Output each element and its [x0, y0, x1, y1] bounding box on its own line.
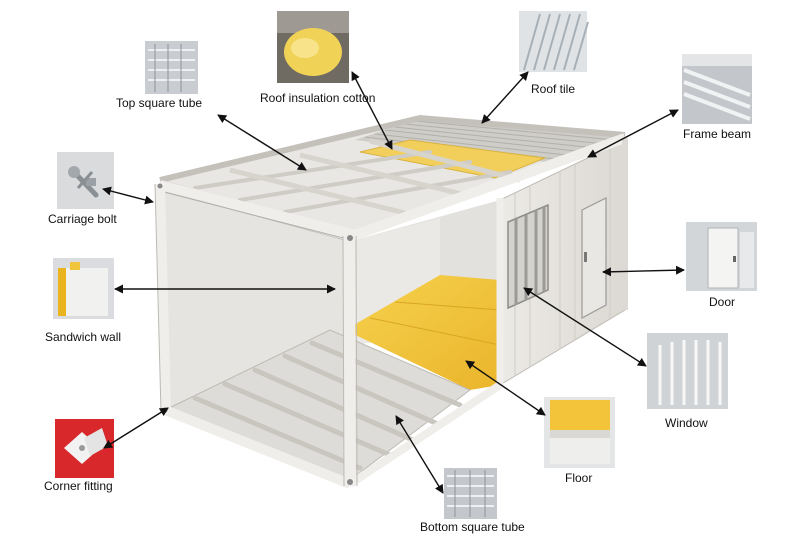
frame-beam-thumb — [682, 54, 752, 124]
arrow-top-square-tube — [217, 114, 307, 171]
floor-thumb — [544, 397, 615, 468]
label-floor: Floor — [565, 471, 593, 485]
corner-post-left — [155, 183, 171, 413]
thumbnails — [53, 11, 757, 519]
label-top-square-tube: Top square tube — [116, 96, 203, 110]
carriage-bolt-thumb — [57, 152, 114, 209]
label-sandwich-wall: Sandwich wall — [45, 330, 122, 344]
arrow-corner-fitting — [103, 407, 169, 449]
arrow-floor — [465, 360, 546, 416]
label-carriage-bolt: Carriage bolt — [48, 212, 117, 226]
arrow-window — [523, 287, 647, 367]
arrow-roof-insulation — [351, 71, 393, 150]
window-thumb — [647, 333, 728, 409]
label-door: Door — [709, 295, 736, 309]
top-square-tube-thumb — [145, 41, 198, 94]
sandwich-wall-thumb — [53, 258, 114, 319]
roof-tile-panel — [355, 118, 625, 163]
label-window: Window — [665, 416, 708, 430]
roof-insulation-thumb — [277, 11, 349, 83]
window-frame — [507, 203, 549, 310]
floor-panel — [345, 275, 500, 390]
label-roof-insulation-cotton: Roof insulation cotton — [260, 91, 376, 105]
arrow-carriage-bolt — [102, 186, 154, 205]
label-corner-fitting: Corner fitting — [44, 479, 113, 493]
arrow-frame-beam — [587, 109, 679, 158]
arrow-door — [602, 265, 685, 277]
corner-post-front — [343, 235, 356, 487]
label-frame-beam: Frame beam — [683, 127, 752, 141]
corner-fitting-thumb — [55, 419, 114, 478]
bottom-square-tube-thumb — [444, 468, 497, 519]
roof-tile-thumb — [519, 11, 589, 72]
arrow-roof-tile — [481, 71, 529, 124]
arrows — [102, 71, 685, 494]
arrow-bottom-square-tube — [395, 415, 444, 494]
door-thumb — [686, 222, 757, 291]
label-roof-tile: Roof tile — [531, 82, 576, 96]
label-bottom-square-tube: Bottom square tube — [420, 520, 525, 534]
